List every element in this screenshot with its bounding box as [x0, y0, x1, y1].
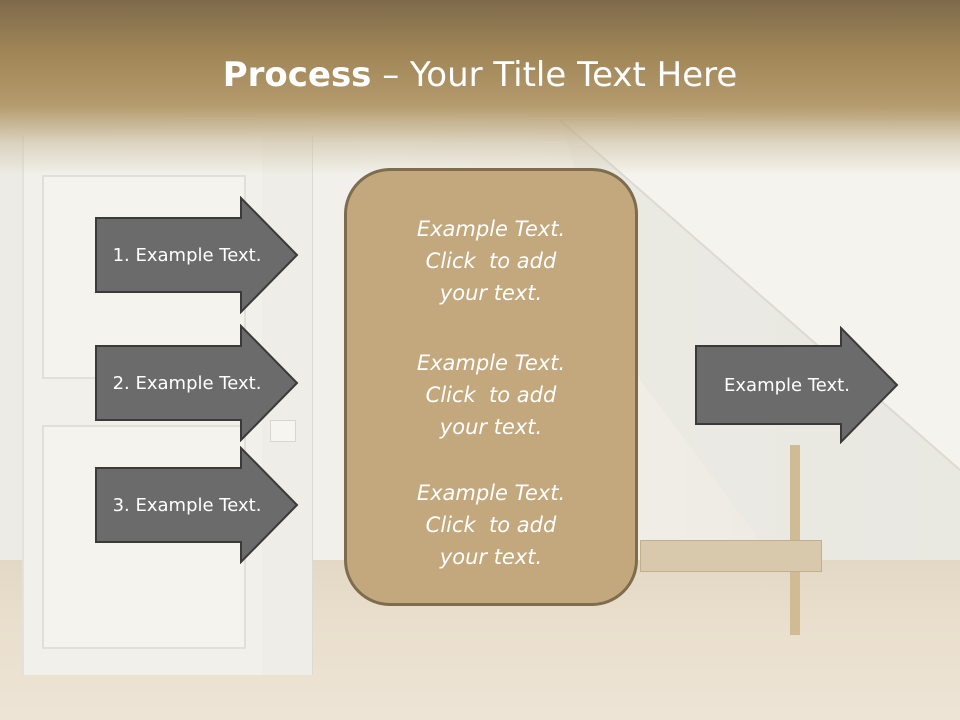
title-rest: – Your Title Text Here: [371, 55, 738, 95]
arrow-label: 1. Example Text.: [112, 244, 262, 266]
center-line: Example Text.: [416, 481, 566, 505]
process-arrow-1[interactable]: 1. Example Text.: [95, 196, 299, 314]
center-line: Example Text.: [416, 351, 566, 375]
center-line: Click to add: [425, 383, 557, 407]
center-block-2: Example Text. Click to add your text.: [347, 347, 635, 443]
center-line: Example Text.: [416, 217, 566, 241]
center-text-box[interactable]: Example Text. Click to add your text. Ex…: [344, 168, 638, 606]
background-bed: [640, 540, 822, 572]
title-band: [0, 0, 960, 175]
title-strong: Process: [222, 55, 372, 95]
center-line: Click to add: [425, 513, 557, 537]
light-switch: [270, 420, 296, 442]
arrow-shape: [95, 446, 299, 564]
arrow-label: Example Text.: [724, 374, 850, 396]
slide-title[interactable]: Process – Your Title Text Here: [0, 52, 960, 98]
background-door-frame: [262, 135, 313, 675]
arrow-shape: [95, 196, 299, 314]
center-block-3: Example Text. Click to add your text.: [347, 477, 635, 573]
arrow-label: 3. Example Text.: [112, 494, 262, 516]
center-block-1: Example Text. Click to add your text.: [347, 213, 635, 309]
arrow-shape: [95, 324, 299, 442]
process-arrow-2[interactable]: 2. Example Text.: [95, 324, 299, 442]
center-line: Click to add: [425, 249, 557, 273]
process-arrow-3[interactable]: 3. Example Text.: [95, 446, 299, 564]
center-line: your text.: [439, 545, 543, 569]
center-line: your text.: [439, 281, 543, 305]
arrow-label: 2. Example Text.: [112, 372, 262, 394]
arrow-shape: [695, 326, 899, 444]
center-line: your text.: [439, 415, 543, 439]
result-arrow[interactable]: Example Text.: [695, 326, 899, 444]
